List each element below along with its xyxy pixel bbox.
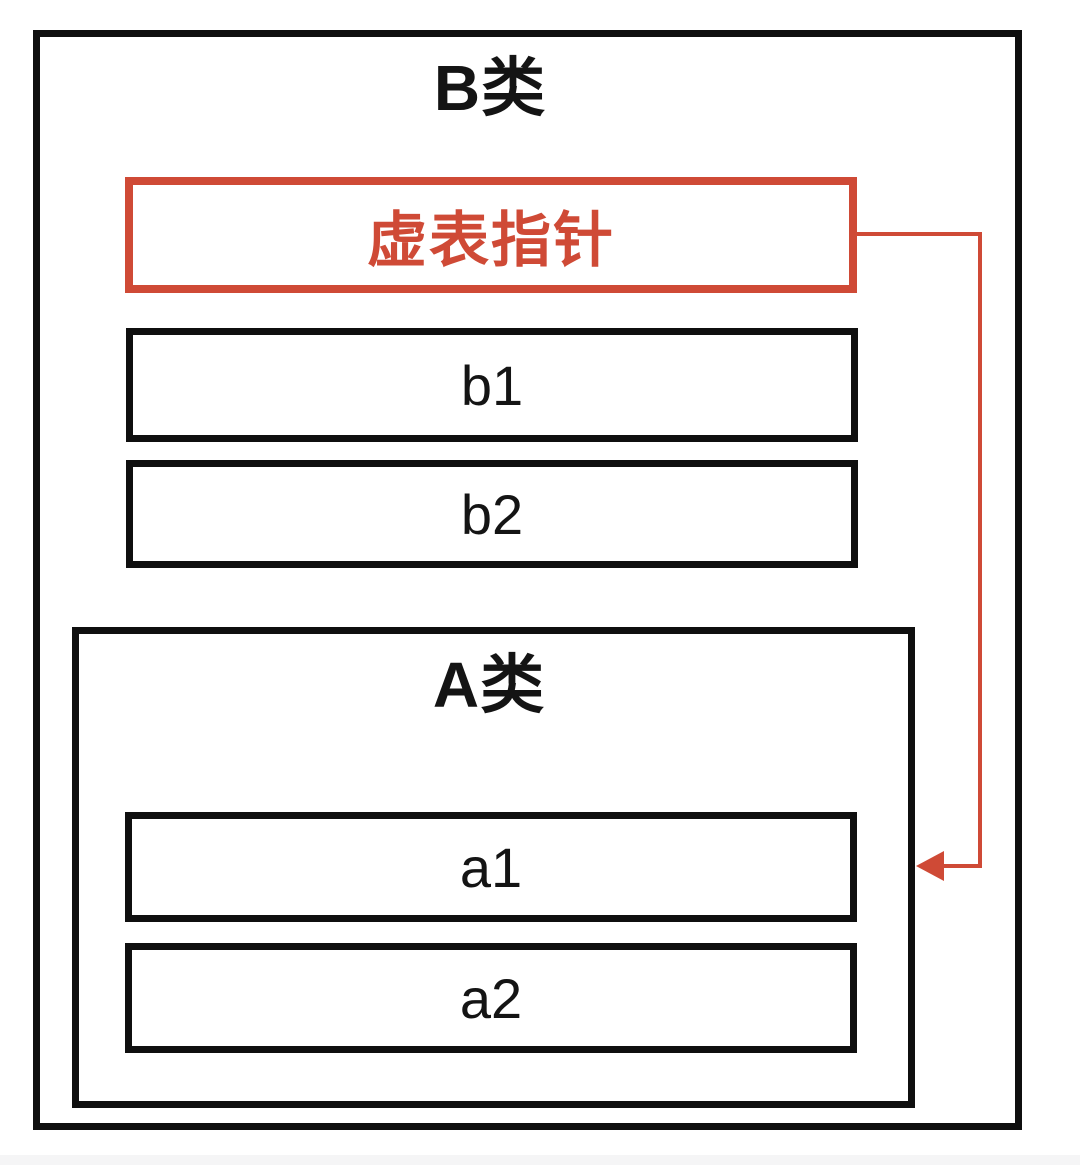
class-b-title: B类 [433,52,547,124]
member-box-a2: a2 [125,943,857,1053]
vptr-box: 虚表指针 [125,177,857,293]
class-b-box [33,30,1022,1130]
member-box-b1: b1 [126,328,858,442]
member-box-b2: b2 [126,460,858,568]
member-box-a1: a1 [125,812,857,922]
class-a-title: A类 [432,649,546,721]
bottom-edge-strip [0,1155,1080,1165]
